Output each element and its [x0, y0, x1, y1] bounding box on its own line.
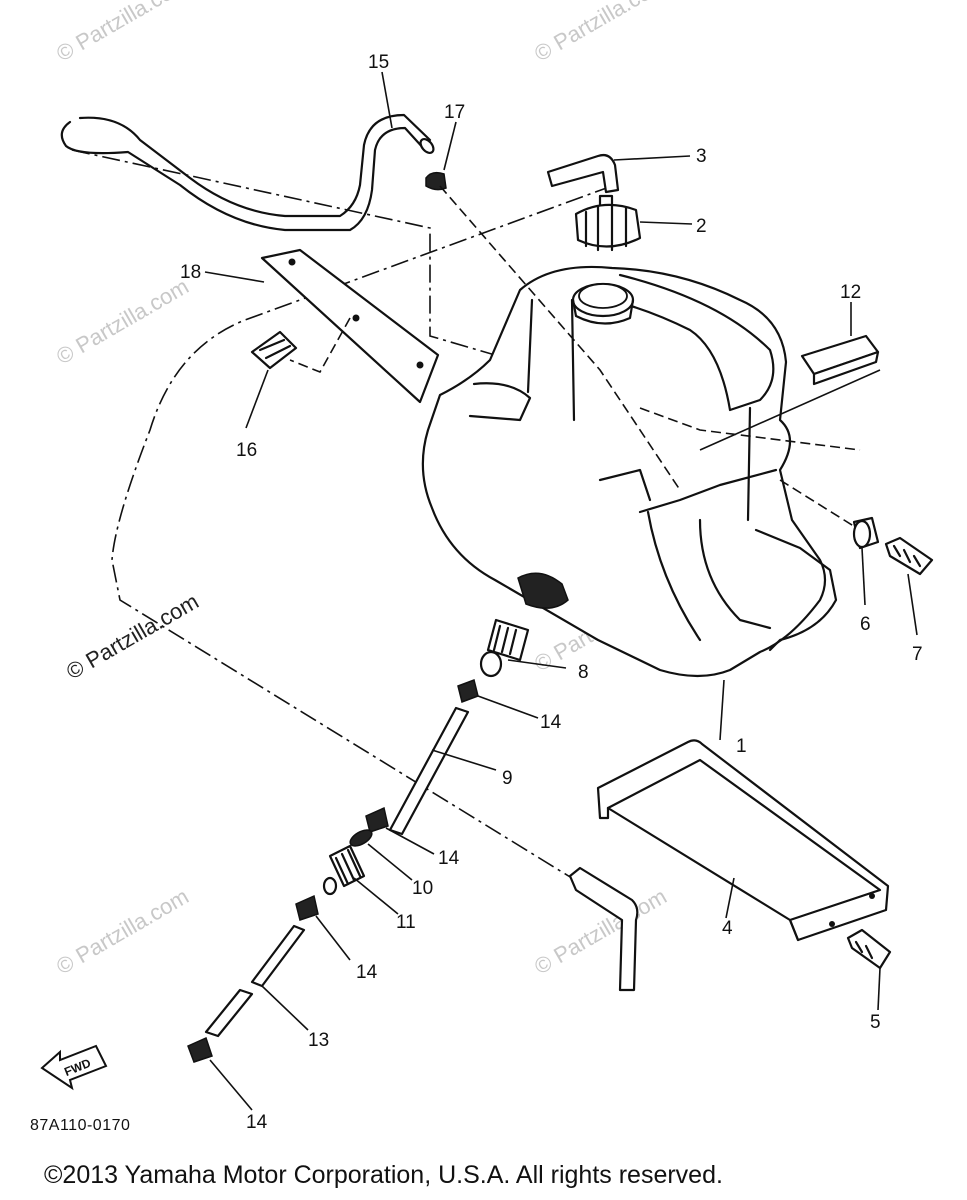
callout-11: 11 [396, 912, 416, 933]
callout-17: 17 [444, 102, 465, 123]
vent-route-line [71, 149, 496, 356]
bracket-mount-line [289, 317, 351, 374]
inline-filter [322, 844, 366, 896]
clip-16 [250, 330, 298, 370]
diagram-code: 87A110-0170 [30, 1117, 130, 1134]
fuel-tank [421, 265, 838, 678]
callout-13: 13 [308, 1030, 329, 1051]
watermark: © Partzilla.com [52, 274, 193, 370]
hose-clip-17 [425, 171, 447, 191]
guide-line-6 [779, 479, 861, 531]
callout-15: 15 [368, 52, 389, 73]
callouts: 1 2 3 4 5 6 7 8 9 10 11 12 13 14 14 14 1… [180, 52, 923, 1133]
guide-line-12 [639, 407, 861, 451]
hose-clamp-14a [457, 679, 479, 703]
assembly-boundary-line [111, 185, 613, 881]
hose-13 [204, 924, 306, 1038]
breather-hose [546, 153, 620, 194]
watermark: © Partzilla.com [52, 884, 193, 980]
callout-8: 8 [578, 662, 589, 683]
guide-line-12-solid [699, 369, 881, 451]
callout-2: 2 [696, 216, 707, 237]
fuel-cap [574, 194, 642, 252]
watermark: © Partzilla.com [52, 0, 193, 66]
callout-14b: 14 [438, 848, 460, 869]
callout-14c: 14 [356, 962, 378, 983]
hose-clamp-14d [187, 1036, 213, 1063]
callout-12: 12 [840, 282, 861, 303]
watermark: © Partzilla.com [530, 0, 671, 66]
callout-5: 5 [870, 1012, 881, 1033]
callout-3: 3 [696, 146, 707, 167]
callout-4: 4 [722, 918, 733, 939]
callout-14a: 14 [540, 712, 562, 733]
collar-6 [852, 516, 880, 550]
bolt-5 [846, 928, 892, 970]
callout-6: 6 [860, 614, 871, 635]
vent-hose [60, 113, 435, 232]
bracket-plate [260, 248, 440, 404]
guide-line-17 [439, 185, 681, 491]
callout-10: 10 [412, 878, 433, 899]
callout-9: 9 [502, 768, 513, 789]
leader-lines [204, 71, 918, 1111]
fuel-strainer [479, 618, 530, 678]
bolt-7 [884, 536, 934, 576]
callout-14d: 14 [246, 1112, 268, 1133]
hose-clamp-14b [365, 806, 389, 833]
hose-clamp-14c [295, 894, 319, 921]
callout-18: 18 [180, 262, 201, 283]
callout-7: 7 [912, 644, 923, 665]
tank-bracket [596, 739, 890, 942]
callout-1: 1 [736, 736, 747, 757]
overflow-hose [568, 866, 639, 992]
washer-10 [349, 829, 373, 847]
callout-16: 16 [236, 440, 257, 461]
fuel-hose [388, 706, 470, 836]
fwd-arrow-icon: FWD [40, 1044, 108, 1091]
watermark-main: © Partzilla.com [62, 589, 203, 685]
pad-12 [800, 334, 880, 386]
copyright-notice: ©2013 Yamaha Motor Corporation, U.S.A. A… [44, 1161, 723, 1189]
